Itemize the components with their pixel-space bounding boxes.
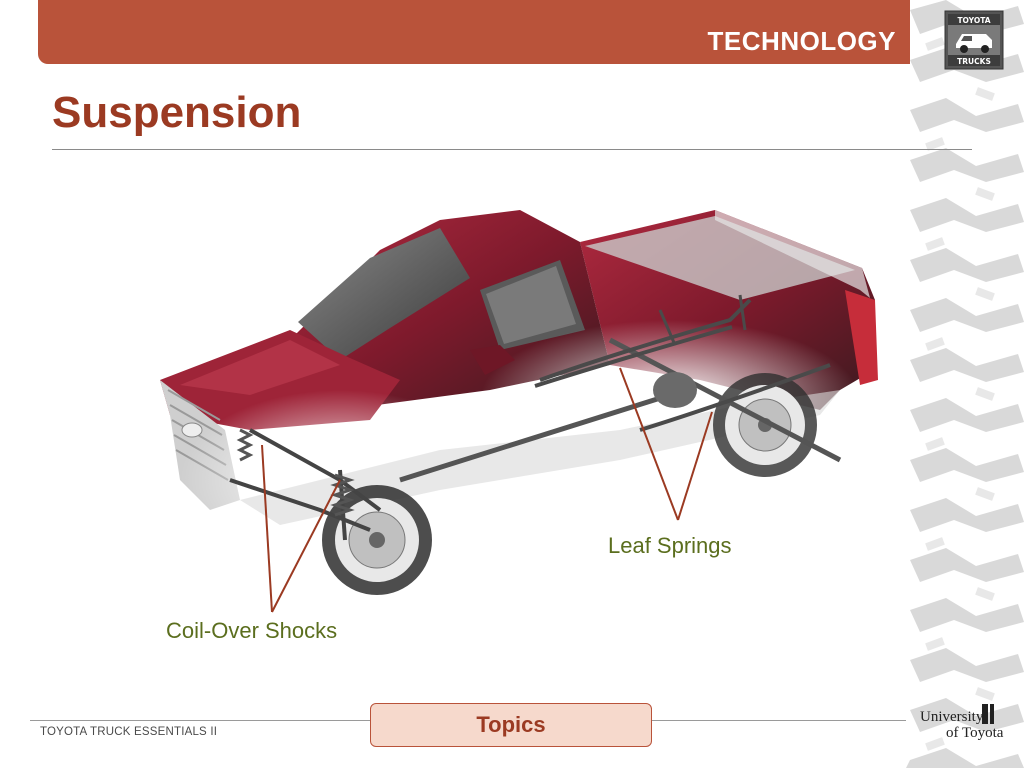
- topics-button[interactable]: Topics: [370, 703, 652, 747]
- truck-suspension-illustration: [160, 210, 878, 595]
- topics-button-label: Topics: [476, 712, 546, 737]
- tire-tread-decoration: [906, 0, 1024, 768]
- footer-course-name: TOYOTA TRUCK ESSENTIALS II: [40, 726, 218, 738]
- logo-top-text: TOYOTA: [957, 16, 990, 25]
- uot-logo-line2: of Toyota: [946, 725, 1004, 741]
- coil-over-shocks-label: Coil-Over Shocks: [166, 618, 338, 643]
- title-divider: [52, 149, 972, 150]
- uot-logo-line1: University: [920, 709, 984, 725]
- university-of-toyota-logo: University of Toyota: [920, 704, 1004, 741]
- header-bar: TECHNOLOGY: [38, 0, 910, 64]
- page-title: Suspension: [52, 88, 302, 137]
- section-label: TECHNOLOGY: [707, 26, 896, 56]
- leaf-springs-label: Leaf Springs: [608, 533, 732, 558]
- logo-bottom-text: TRUCKS: [957, 57, 991, 66]
- toyota-trucks-logo: TOYOTA TRUCKS: [944, 10, 1004, 70]
